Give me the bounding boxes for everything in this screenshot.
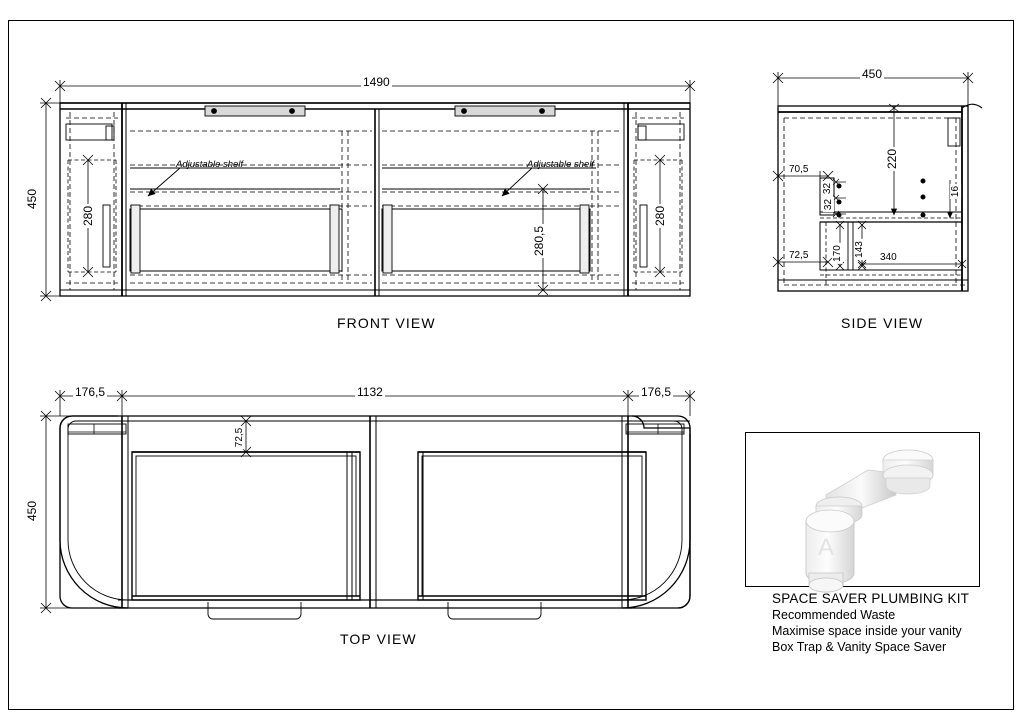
side-dim-220-label: 220	[885, 146, 900, 172]
front-view-label: FRONT VIEW	[337, 315, 436, 331]
front-dim-width-label: 1490	[361, 75, 392, 89]
side-dim-340	[857, 259, 967, 269]
side-dim-340-label: 340	[878, 252, 899, 263]
plumbing-kit-caption-line-2: Maximise space inside your vanity	[772, 624, 962, 638]
front-view-geometry	[40, 80, 696, 302]
sheet-border	[8, 20, 1014, 710]
front-dim-drawer-label: 280,5	[532, 223, 547, 259]
top-dim-72-5	[240, 415, 278, 458]
side-dim-32-b-label: 32	[823, 196, 835, 213]
svg-text:A: A	[818, 534, 834, 561]
top-dim-left-end-label: 176,5	[73, 385, 108, 399]
front-adjustable-shelf-note-left: Adjustable shelf	[176, 159, 244, 170]
front-dim-450	[40, 97, 122, 302]
side-dim-70-5-label: 70,5	[787, 164, 811, 175]
plumbing-kit-caption-title: SPACE SAVER PLUMBING KIT	[772, 591, 970, 606]
front-dim-height-label: 450	[25, 186, 40, 212]
top-dim-depth-label: 450	[25, 498, 40, 524]
top-dim-450	[40, 410, 120, 614]
front-shelf-leader-right	[501, 167, 596, 197]
top-view-label: TOP VIEW	[340, 631, 417, 647]
side-dim-32-a-label: 32	[822, 180, 834, 197]
side-dim-70-5	[772, 170, 834, 182]
front-adjustable-shelf-note-right: Adjustable shelf	[527, 159, 595, 170]
side-dim-170-label: 170	[831, 243, 843, 264]
side-dim-72-5	[772, 256, 834, 268]
plumbing-kit-caption-line-3: Box Trap & Vanity Space Saver	[772, 640, 947, 654]
side-dim-72-5-label: 72,5	[787, 250, 811, 261]
front-shelf-leader-left	[147, 167, 246, 197]
front-dim-left-door-label: 280	[81, 203, 96, 229]
top-dim-72-5-label: 72,5	[234, 425, 246, 450]
plumbing-kit-image-box: A	[745, 432, 980, 593]
front-dim-right-door-label: 280	[653, 203, 668, 229]
top-dim-centre-label: 1132	[355, 385, 385, 399]
top-dim-right-end-label: 176,5	[639, 385, 674, 399]
side-dim-depth-label: 450	[860, 67, 885, 81]
space-saver-plumbing-kit-illustration: A	[805, 449, 934, 593]
side-view-label: SIDE VIEW	[841, 315, 924, 331]
side-dim-143-label: 143	[853, 239, 865, 260]
side-dim-16-label: 16	[950, 183, 962, 200]
top-view-geometry	[40, 390, 696, 620]
plumbing-kit-caption-line-1: Recommended Waste	[772, 608, 896, 622]
